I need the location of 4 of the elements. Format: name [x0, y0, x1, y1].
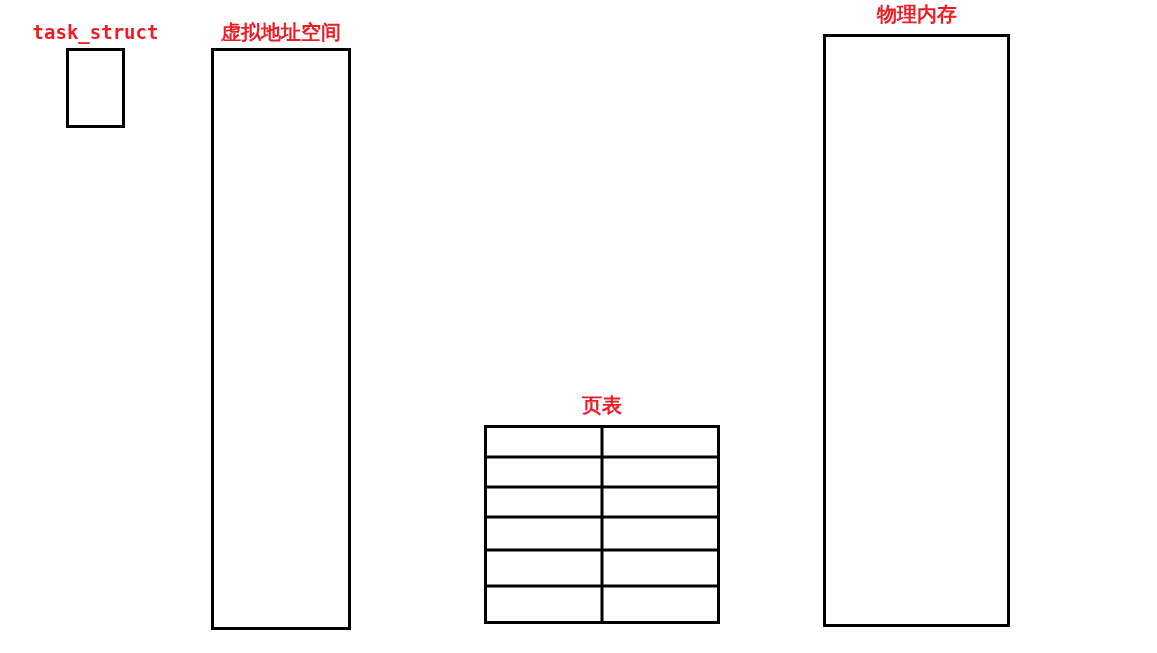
heading: 页表	[581, 393, 623, 417]
heading: 物理内存	[875, 2, 958, 26]
heading: task_struct	[31, 20, 160, 44]
heading: 虚拟地址空间	[220, 20, 342, 44]
